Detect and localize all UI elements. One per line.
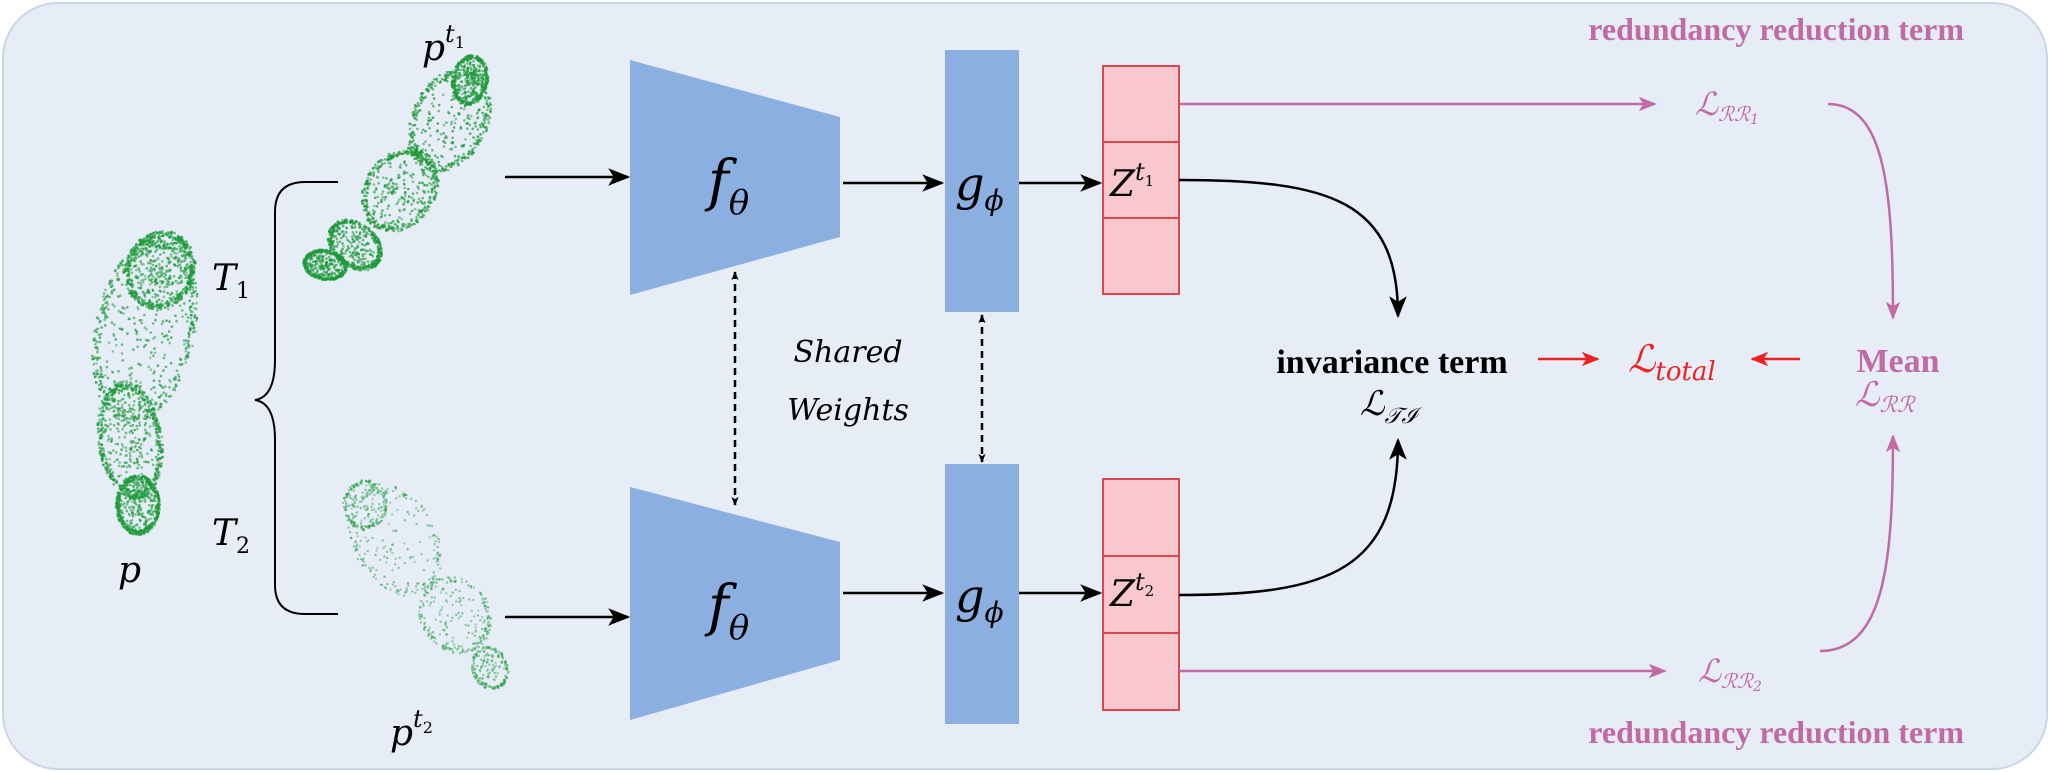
- embedding-z2: [1102, 478, 1180, 711]
- view2-label: pt2: [390, 705, 433, 754]
- z2-to-invariance-arrow: [1178, 437, 1407, 597]
- redundancy-term-bottom-label: redundancy reduction term: [1588, 714, 1964, 750]
- projector-bottom: [945, 464, 1019, 724]
- redundancy-loss-label: ℒℛℛ: [1855, 375, 1916, 418]
- encoder-top: [630, 60, 840, 295]
- rr1-to-mean-arrow: [1827, 102, 1901, 320]
- invariance-term-label: invariance term: [1276, 344, 1507, 381]
- projector-top-label: gϕ: [955, 157, 1004, 217]
- view2-point-cloud-icon: [342, 479, 510, 690]
- shared-weights-label-line2: Weights: [787, 393, 909, 428]
- projector-bottom-label: gϕ: [955, 569, 1004, 629]
- mean-label: Mean: [1856, 343, 1939, 380]
- transform-t1-label: T1: [212, 258, 250, 304]
- view1-label: pt1: [422, 20, 465, 69]
- input-label: p: [118, 550, 141, 591]
- view1-point-cloud-icon: [302, 54, 493, 282]
- redundancy-term-top-label: redundancy reduction term: [1588, 11, 1964, 47]
- transform-t2-label: T2: [212, 513, 250, 559]
- embedding-z2-label: Zt2: [1109, 568, 1154, 615]
- embedding-z1: [1102, 65, 1180, 295]
- embedding-z1-label: Zt1: [1109, 158, 1154, 205]
- total-loss-label: ℒtotal: [1628, 337, 1716, 387]
- encoder-bottom: [630, 487, 840, 720]
- projector-top: [945, 50, 1019, 312]
- rr2-loss-label: ℒℛℛ2: [1698, 652, 1762, 695]
- rr2-to-mean-arrow: [1819, 434, 1901, 653]
- augmentation-brace: [254, 181, 338, 615]
- z1-to-invariance-arrow: [1178, 178, 1407, 319]
- shared-weights-label-line1: Shared: [793, 335, 902, 370]
- input-point-cloud-icon: [91, 229, 199, 537]
- rr1-loss-label: ℒℛℛ1: [1695, 85, 1759, 128]
